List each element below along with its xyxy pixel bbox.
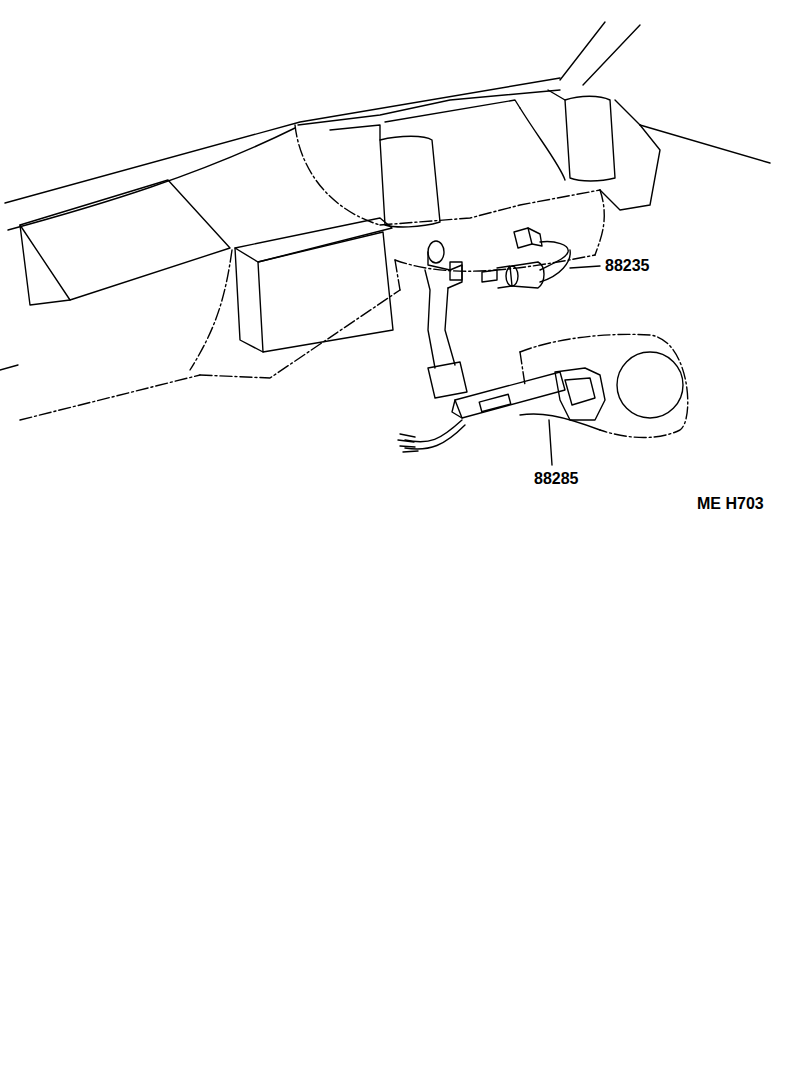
radio-panel <box>235 218 393 352</box>
callout-number: 88235 <box>604 257 651 275</box>
callout-number: 88285 <box>533 470 580 488</box>
leader-line <box>549 420 552 465</box>
instrument-cluster <box>298 90 615 227</box>
steering-column <box>560 22 640 85</box>
combination-switch <box>398 334 688 465</box>
dashboard <box>0 78 770 420</box>
leader-line <box>570 266 600 268</box>
bracket <box>425 241 467 398</box>
stop-lamp-switch <box>482 228 600 288</box>
figure-code: ME H703 <box>696 495 765 513</box>
